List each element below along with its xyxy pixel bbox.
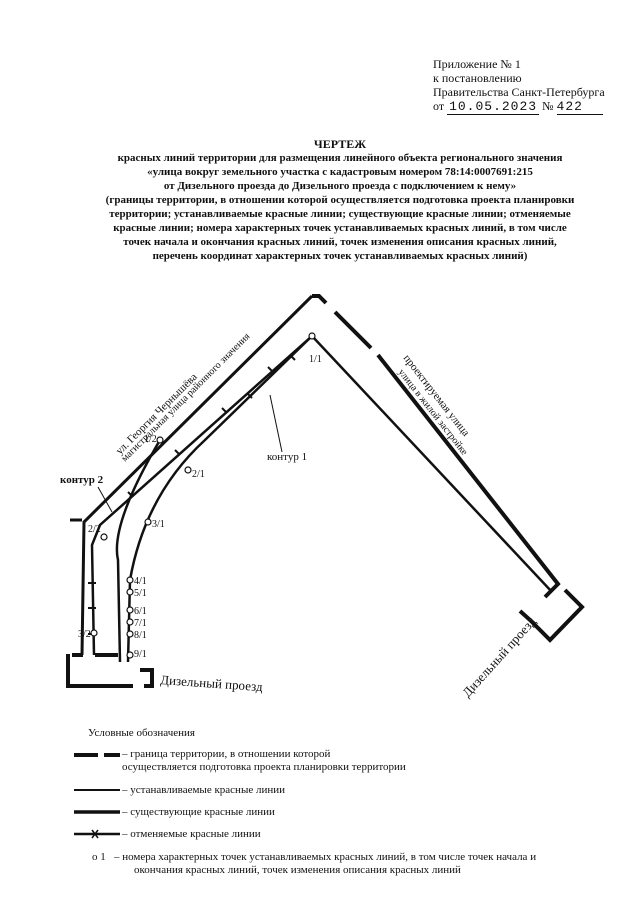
title-line-4: (границы территории, в отношении которой…	[105, 194, 575, 206]
number-field: 422	[556, 99, 603, 115]
date-prefix: от	[433, 99, 445, 113]
point-marker	[144, 518, 152, 526]
point-marker	[126, 576, 134, 584]
legend-text: окончания красных линий, точек изменения…	[134, 864, 461, 876]
point-marker	[126, 651, 134, 659]
territory-boundary-right	[312, 294, 585, 643]
legend-item-point-number: о 1 – номера характерных точек устанавли…	[92, 851, 536, 877]
legend-point-symbol: о 1	[92, 851, 106, 863]
legend-item-existing: – существующие красные линии	[122, 806, 275, 819]
legend-item-cancelled: – отменяемые красные линии	[122, 828, 261, 841]
territory-boundary	[66, 654, 154, 688]
point-label: 7/1	[134, 618, 147, 629]
legend-text: – существующие красные линии	[122, 806, 275, 818]
number-prefix: №	[542, 99, 554, 113]
point-label: 2/2	[88, 524, 101, 535]
title-line-8: перечень координат характерных точек уст…	[152, 250, 528, 262]
legend-text: – номера характерных точек устанавливаем…	[114, 851, 537, 863]
point-marker	[90, 629, 98, 637]
point-label: 5/1	[134, 588, 147, 599]
point-label: 9/1	[134, 649, 147, 660]
street-label-dizelny-left: Дизельный проезд	[160, 672, 264, 694]
point-marker	[184, 466, 192, 474]
title-line-2: «улица вокруг земельного участка с кадас…	[147, 166, 533, 178]
existing-red-line-contour2	[80, 294, 314, 656]
title-line-3: от Дизельного проезда до Дизельного прое…	[163, 180, 517, 192]
contour2-label: контур 2	[60, 474, 104, 486]
territory-boundary-right-inner	[518, 609, 532, 622]
contour1-leader	[269, 394, 283, 453]
title-line-5: территории; устанавливаемые красные лини…	[109, 208, 571, 220]
point-marker	[156, 436, 164, 444]
point-label: 3/2	[78, 629, 91, 640]
legend-item-established: – устанавливаемые красные линии	[122, 784, 285, 797]
title-line-7: точек начала и окончания красных линий, …	[123, 236, 557, 248]
appendix-line-2: к постановлению	[433, 71, 522, 85]
point-label: 4/1	[134, 576, 147, 587]
point-marker	[126, 618, 134, 626]
date-field: 10.05.2023	[447, 99, 540, 115]
point-label: 6/1	[134, 606, 147, 617]
point-label: 8/1	[134, 630, 147, 641]
established-red-line-contour1-left	[126, 335, 313, 663]
point-label: 3/1	[152, 519, 165, 530]
point-marker	[100, 533, 108, 541]
number-value: 422	[556, 99, 583, 114]
title-line-1: красных линий территории для размещения …	[117, 152, 563, 164]
contour2-leader	[97, 486, 113, 513]
point-label: 1/1	[309, 354, 322, 365]
legend-cancel-cross	[91, 829, 99, 839]
legend-text: – отменяемые красные линии	[122, 828, 261, 840]
document-title: ЧЕРТЕЖ красных линий территории для разм…	[60, 137, 620, 263]
appendix-block: Приложение № 1 к постановлению Правитель…	[433, 57, 605, 115]
cancelled-red-line	[90, 335, 313, 656]
characteristic-points	[90, 332, 316, 659]
legend-text: – граница территории, в отношении которо…	[122, 748, 331, 760]
contour1-label: контур 1	[267, 451, 307, 463]
appendix-line-3: Правительства Санкт-Петербурга	[433, 85, 605, 99]
appendix-date-row: от 10.05.2023 № 422	[433, 99, 605, 115]
point-marker	[126, 630, 134, 638]
established-red-line-contour2	[115, 439, 162, 663]
point-label: 1/2	[144, 434, 157, 445]
established-red-line-contour1	[311, 335, 553, 593]
point-label: 2/1	[192, 469, 205, 480]
street-label-main-district: магистральная улица районного значения	[119, 331, 252, 464]
title-line-6: красные линии; номера характерных точек …	[113, 222, 567, 234]
legend-title: Условные обозначения	[88, 727, 195, 739]
point-marker	[308, 332, 316, 340]
date-value: 10.05.2023	[449, 99, 538, 114]
legend-item-boundary: – граница территории, в отношении которо…	[122, 748, 406, 774]
appendix-line-1: Приложение № 1	[433, 57, 521, 71]
street-label-dizelny-right: Дизельный проезд	[459, 613, 539, 700]
point-marker	[126, 606, 134, 614]
title-heading: ЧЕРТЕЖ	[313, 137, 367, 151]
legend-text: осуществляется подготовка проекта планир…	[122, 761, 406, 773]
legend-symbols	[74, 753, 120, 839]
legend-text: – устанавливаемые красные линии	[122, 784, 286, 796]
point-marker	[126, 588, 134, 596]
